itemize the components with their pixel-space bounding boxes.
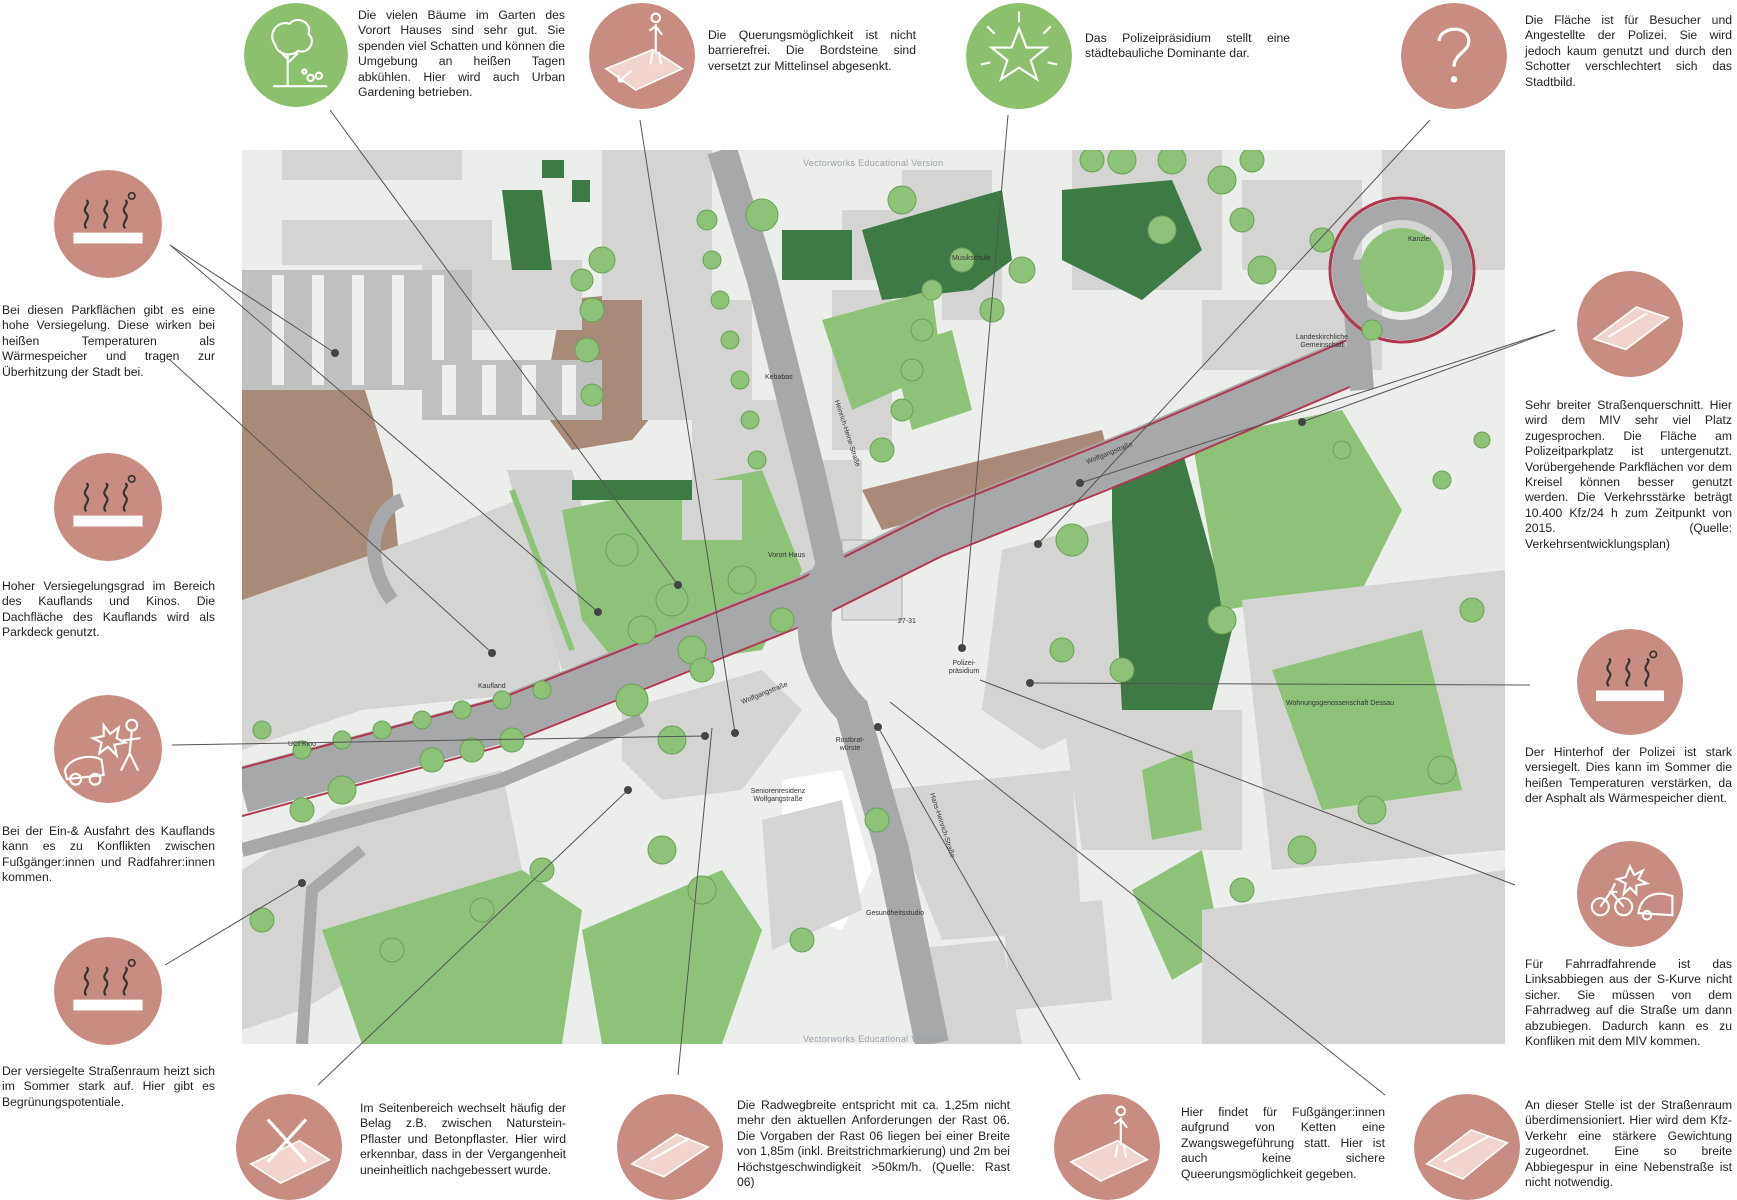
oversized-street-icon: [1414, 1094, 1520, 1200]
label-rostbratwurste: Rostbrat-würste: [835, 737, 865, 752]
label-vorort-haus: Vorort Haus: [768, 552, 805, 559]
pavement-cross-icon: [236, 1094, 342, 1200]
annotation-kaufland: Hoher Versiegelungsgrad im Bereich des K…: [2, 579, 215, 640]
label-kanzlei: Kanzlei: [1408, 236, 1431, 243]
label-polizei: Polizei-präsidium: [948, 660, 980, 675]
annotation-visitors: Die Fläche ist für Besucher und Angestel…: [1525, 13, 1732, 89]
label-seniorenresidenz: Seniorenresidenz Wolfgangstraße: [750, 788, 806, 803]
label-musikschule: Musikschule: [952, 255, 991, 262]
star-landmark-icon: [966, 3, 1072, 109]
label-uci-kino: UCI Kino: [288, 741, 317, 748]
pedestrian-chain-icon: [1054, 1094, 1160, 1200]
annotation-cyclists: Für Fahrradfahrende ist das Linksabbiege…: [1525, 957, 1732, 1049]
heat-surface-icon: [54, 170, 162, 278]
pedestrian-crossing-icon: [589, 3, 695, 109]
street-surface-icon: [1577, 271, 1683, 377]
heat-surface-icon-2: [54, 453, 162, 561]
watermark-top: Vectorworks Educational Version: [803, 158, 944, 168]
label-landeskirche: Landeskirchliche Gemeinschaft: [1295, 334, 1349, 349]
label-kebabs: Kebabas: [765, 374, 793, 381]
label-house-number: 27-31: [898, 618, 916, 625]
bicycle-car-conflict-icon: [1577, 841, 1683, 947]
label-wohnungsgenossenschaft: Wohnungsgenossenschaft Dessau: [1285, 700, 1395, 707]
collision-conflict-icon: [54, 695, 162, 803]
label-kaufland: Kaufland: [478, 683, 506, 690]
annotation-bike-width: Die Radwegbreite entspricht mit ca. 1,25…: [737, 1098, 1010, 1190]
heat-surface-icon-4: [1577, 629, 1683, 735]
annotation-parking: Bei diesen Parkflächen gibt es eine hohe…: [2, 303, 215, 379]
annotation-pavement: Im Seitenbereich wechselt häufig der Bel…: [360, 1101, 566, 1177]
label-gesundheitsstudio: Gesundheitsstudio: [866, 910, 924, 917]
annotation-crossing-top: Die Querungsmöglichkeit ist nicht barrie…: [708, 28, 916, 73]
annotation-backyard: Der Hinterhof der Polizei ist stark vers…: [1525, 745, 1732, 806]
annotation-wide-street: Sehr breiter Straßenquerschnitt. Hier wi…: [1525, 398, 1732, 551]
tree-garden-icon: [244, 3, 348, 107]
annotation-trees: Die vielen Bäume im Garten des Vorort Ha…: [358, 8, 565, 100]
question-mark-icon: [1401, 3, 1507, 109]
heat-surface-icon-3: [54, 937, 162, 1045]
annotation-pedestrian: Hier findet für Fußgänger:innen aufgrund…: [1181, 1105, 1385, 1181]
bike-lane-surface-icon: [617, 1094, 723, 1200]
annotation-police: Das Polizeipräsidium stellt eine städteb…: [1085, 31, 1290, 61]
annotation-oversized: An dieser Stelle ist der Straßenraum übe…: [1525, 1098, 1732, 1190]
annotation-street-space: Der versiegelte Straßenraum heizt sich i…: [2, 1064, 215, 1109]
annotation-conflict: Bei der Ein-& Ausfahrt des Kauflands kan…: [2, 824, 215, 885]
watermark-bottom: Vectorworks Educational Version: [803, 1034, 944, 1044]
